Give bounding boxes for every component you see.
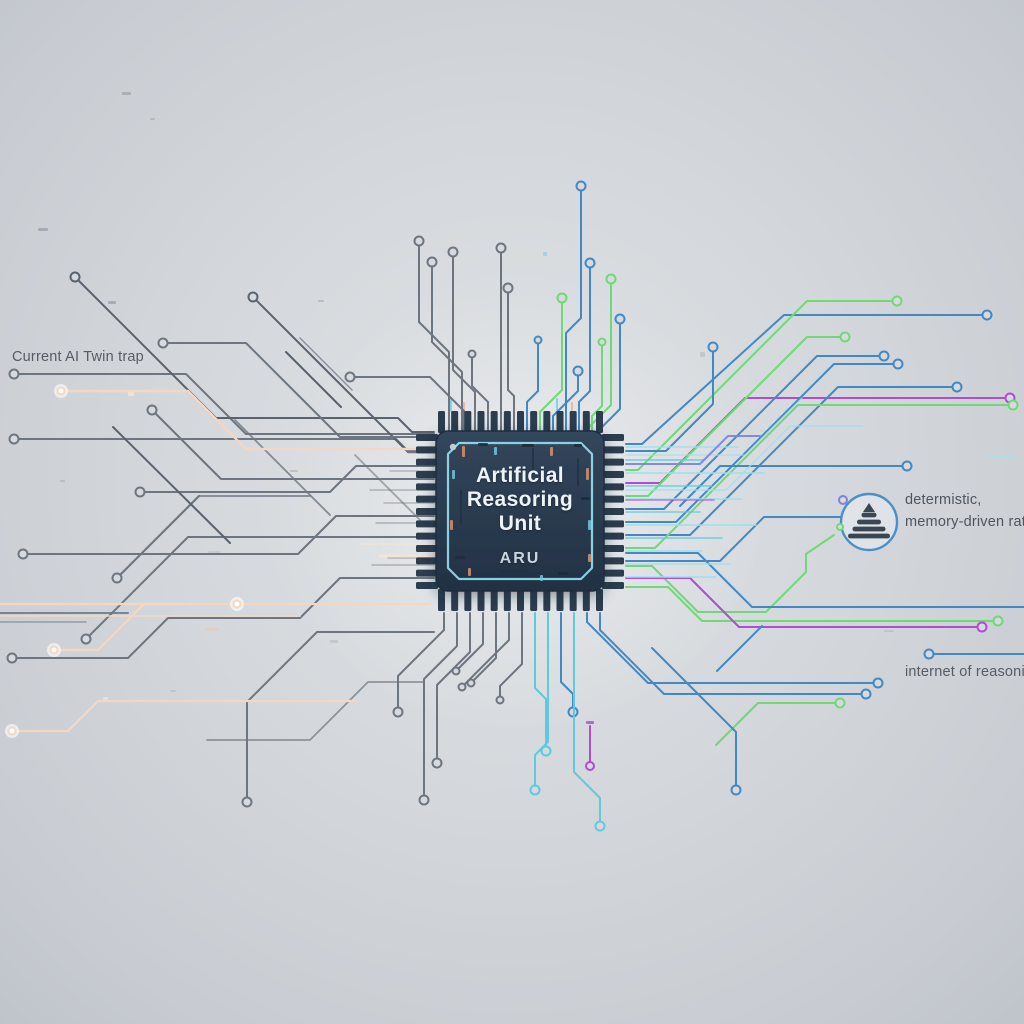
pyramid-node-icon bbox=[836, 492, 899, 552]
label-deterministic-line2: memory-driven ratio bbox=[905, 514, 1024, 531]
label-deterministic-memory: determistic, memory-driven ratio bbox=[905, 489, 1024, 534]
aru-chip bbox=[416, 411, 624, 611]
label-deterministic-line1: determistic, bbox=[905, 492, 982, 508]
chip-title-line-2: Reasoring bbox=[466, 488, 574, 511]
label-internet-of-reasoning: internet of reasoning bbox=[905, 664, 1024, 680]
label-current-ai-twin-trap: Current AI Twin trap bbox=[12, 349, 144, 365]
chip-title-line-3: Unit bbox=[498, 512, 542, 535]
chip-title: Artificial Reasoring Unit ARU bbox=[436, 464, 604, 571]
chip-title-line-1: Artificial bbox=[475, 464, 565, 487]
circuit-traces bbox=[0, 180, 1024, 832]
chip-subtitle: ARU bbox=[499, 550, 541, 567]
